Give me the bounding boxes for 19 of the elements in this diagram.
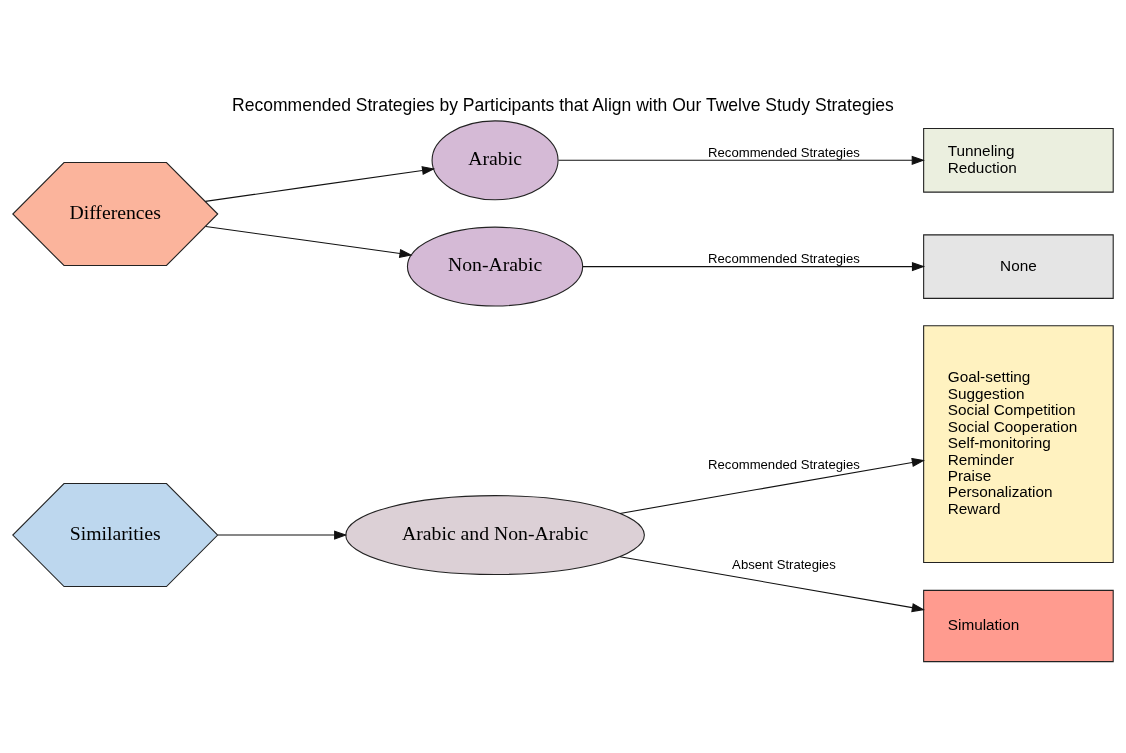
edge-label: Recommended Strategies <box>708 250 860 266</box>
arrow <box>217 529 348 540</box>
edge-label: Absent Strategies <box>732 556 836 572</box>
node-box: Tunneling Reduction <box>923 127 1114 193</box>
arrow <box>205 225 413 258</box>
arrow <box>619 457 925 514</box>
diagram-title: Recommended Strategies by Participants that Align with Our Twelve Study Strategies <box>232 94 894 115</box>
node-box: None <box>923 233 1114 299</box>
node-ellipse: Arabic and Non-Arabic <box>345 494 645 575</box>
edge-label: Recommended Strategies <box>708 144 860 160</box>
node-box: Goal-setting Suggestion Social Competition Social Cooperation Self-monitoring Reminder Praise Personalization Reward <box>923 324 1114 563</box>
node-box: Simulation <box>923 589 1114 662</box>
node-ellipse: Arabic <box>431 119 559 200</box>
node-ellipse: Non-Arabic <box>406 226 584 307</box>
arrow <box>204 165 436 202</box>
edge-label: Recommended Strategies <box>708 456 860 472</box>
arrow <box>582 261 926 271</box>
arrow <box>619 555 925 612</box>
arrow <box>557 155 925 165</box>
